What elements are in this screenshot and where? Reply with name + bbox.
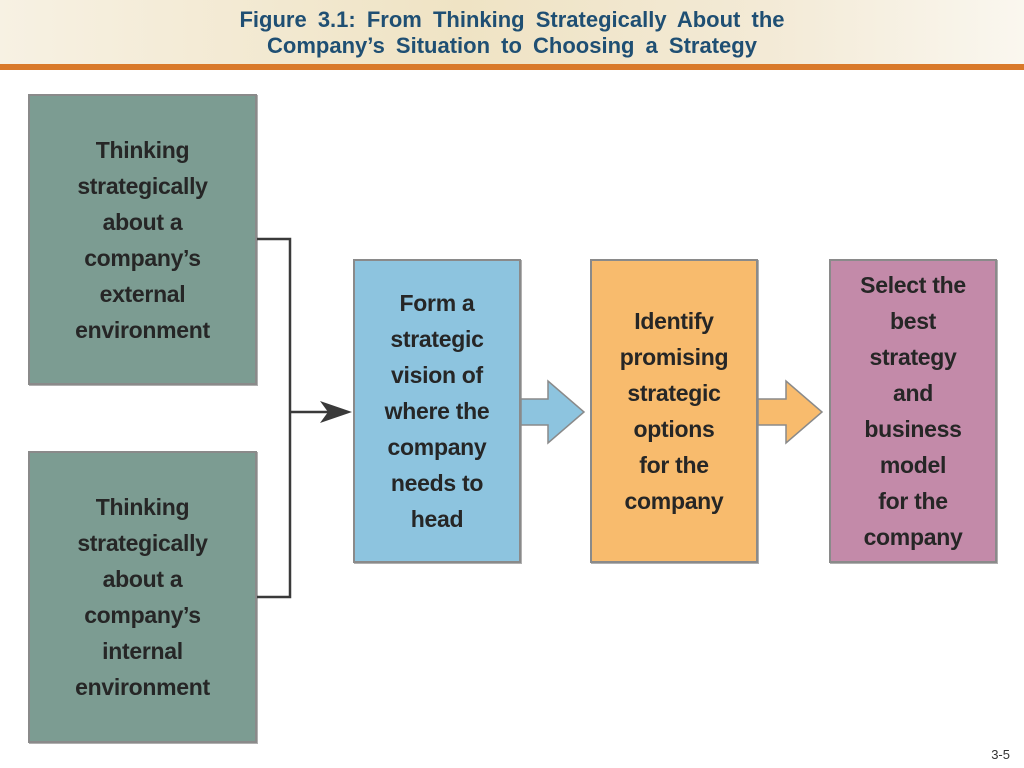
box-label-line: about a: [102, 566, 183, 592]
merge-bracket: [257, 237, 292, 599]
merge-arrowhead: [320, 401, 352, 423]
box-label-line: company: [863, 524, 963, 550]
box-label-line: for the: [878, 488, 948, 514]
box-label-line: strategically: [77, 530, 208, 556]
box-label-line: strategic: [627, 380, 721, 406]
title-line-2: Company’s Situation to Choosing a Strate…: [267, 33, 757, 58]
box-label-line: about a: [102, 208, 183, 235]
box-label-line: environment: [75, 674, 210, 700]
box-label-line: environment: [75, 316, 210, 343]
box-label-line: vision of: [391, 362, 483, 388]
title-banner: [0, 0, 1024, 64]
strategic-vision-box: Form a strategic vision of where the com…: [353, 259, 521, 563]
box-label-line: best: [889, 308, 937, 334]
strategic-options-box: Identify promising strategic options for…: [590, 259, 758, 563]
box-label-line: company: [387, 434, 487, 460]
box-label-line: strategically: [77, 172, 208, 199]
block-arrow-vision-to-options: [520, 379, 586, 445]
box-label-line: for the: [639, 452, 709, 478]
select-strategy-box: Select the best strategy and business mo…: [829, 259, 997, 563]
page-number: 3-5: [991, 747, 1010, 762]
box-label-line: where the: [384, 398, 490, 424]
box-label-line: Thinking: [95, 136, 190, 163]
box-label-line: promising: [619, 344, 729, 370]
internal-environment-box: Thinking strategically about a company’s…: [28, 451, 257, 743]
box-label-line: Thinking: [95, 494, 190, 520]
block-arrow-options-to-select: [757, 379, 824, 445]
box-label-line: business: [864, 416, 962, 442]
box-label-line: company: [624, 488, 724, 514]
box-label-line: external: [99, 280, 186, 307]
box-label-line: company’s: [84, 244, 201, 271]
box-label-line: Form a: [399, 290, 475, 316]
box-label-line: strategy: [869, 344, 957, 370]
box-label-line: and: [893, 380, 933, 406]
box-label-line: head: [410, 506, 464, 532]
page-title: Figure 3.1: From Thinking Strategically …: [100, 7, 924, 59]
external-environment-box: Thinking strategically about a company’s…: [28, 94, 257, 385]
box-label-line: strategic: [390, 326, 484, 352]
title-line-1: Figure 3.1: From Thinking Strategically …: [239, 7, 785, 32]
box-label-line: options: [633, 416, 715, 442]
box-label-line: Identify: [634, 308, 714, 334]
box-label-line: company’s: [84, 602, 201, 628]
box-label-line: needs to: [390, 470, 484, 496]
title-divider: [0, 64, 1024, 70]
box-label-line: internal: [102, 638, 183, 664]
box-label-line: Select the: [860, 272, 966, 298]
box-label-line: model: [879, 452, 947, 478]
